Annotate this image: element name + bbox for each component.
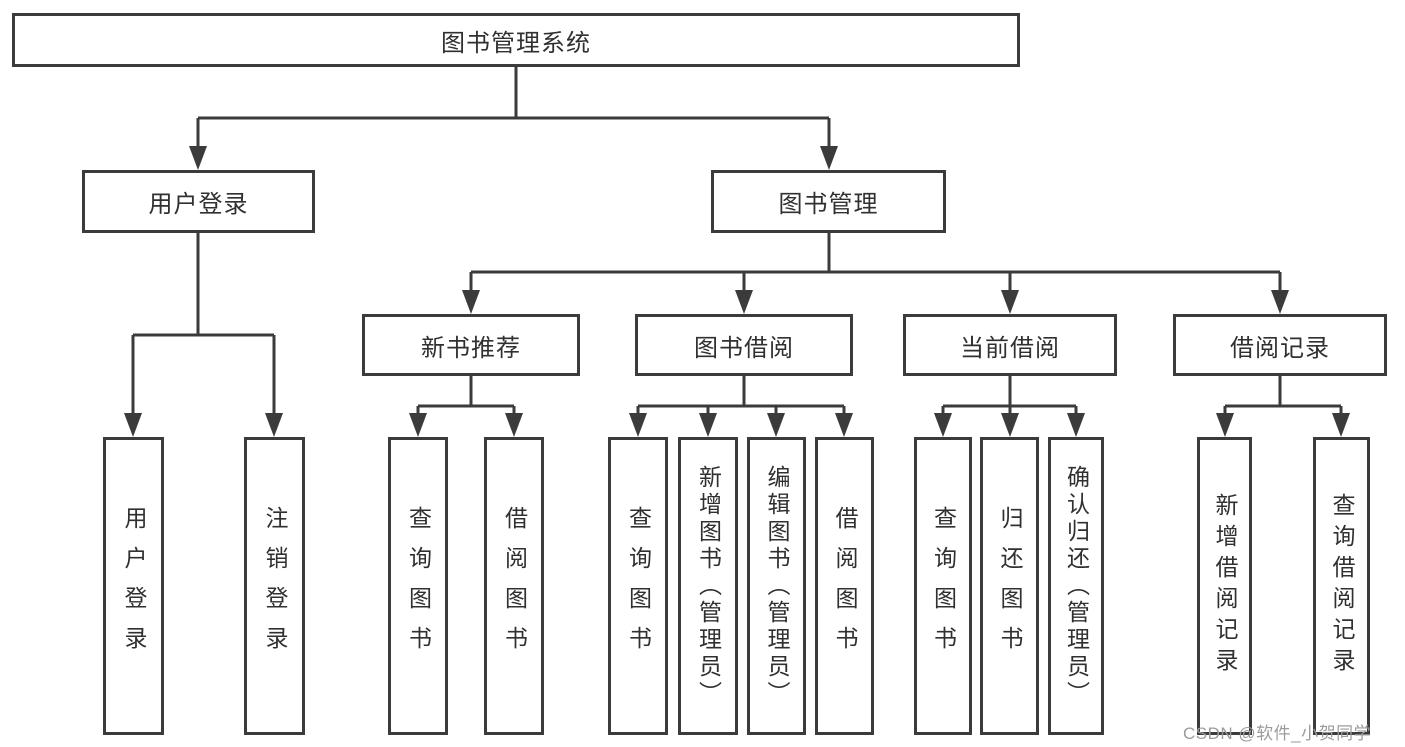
arrow-icon	[265, 413, 283, 437]
arrow-icon	[1271, 290, 1289, 314]
arrow-icon	[1001, 413, 1019, 437]
node-label: 新增借阅记录	[1212, 493, 1238, 679]
arrow-icon	[1067, 413, 1085, 437]
arrow-icon	[462, 290, 480, 314]
connector-userlogin-branch	[131, 233, 276, 422]
connector-bookmgmt-branch	[469, 233, 1282, 300]
node-label: 借阅图书	[832, 506, 858, 666]
node-label: 新书推荐	[421, 334, 521, 362]
csdn-watermark: CSDN @软件_小贺同学	[1183, 724, 1372, 743]
node-user-login-leaf: 用户登录	[103, 437, 164, 735]
connector-root-to-level2	[196, 67, 831, 156]
arrow-icon	[124, 413, 142, 437]
node-label: 图书借阅	[694, 334, 794, 362]
node-query-books-borrowing: 查询图书	[608, 437, 668, 735]
arrow-icon	[767, 413, 785, 437]
arrow-icon	[735, 290, 753, 314]
node-label: 编辑图书（管理员）	[764, 464, 790, 708]
node-edit-book-admin: 编辑图书（管理员）	[747, 437, 806, 735]
node-current-borrowing: 当前借阅	[903, 314, 1117, 376]
arrow-icon	[699, 413, 717, 437]
arrow-icon	[505, 413, 523, 437]
node-confirm-return-admin: 确认归还（管理员）	[1048, 437, 1104, 735]
node-book-management-module: 图书管理	[711, 170, 946, 233]
arrow-icon	[629, 413, 647, 437]
node-label: 图书管理	[778, 191, 879, 218]
node-label: 查询图书	[405, 506, 432, 666]
node-user-login-module: 用户登录	[82, 170, 315, 233]
node-new-book-recommend: 新书推荐	[362, 314, 580, 376]
node-label: 查询图书	[930, 506, 957, 666]
node-label: 图书管理系统	[441, 29, 591, 57]
arrow-icon	[1001, 290, 1019, 314]
node-label: 注销登录	[262, 506, 288, 666]
node-label: 用户登录	[121, 506, 147, 666]
node-label: 借阅记录	[1230, 334, 1330, 362]
node-add-book-admin: 新增图书（管理员）	[678, 437, 738, 735]
node-book-borrowing: 图书借阅	[635, 314, 853, 376]
arrow-icon	[835, 413, 853, 437]
node-library-system: 图书管理系统	[12, 13, 1020, 67]
node-label: 查询图书	[625, 506, 652, 666]
node-query-borrow-record: 查询借阅记录	[1313, 437, 1370, 735]
node-query-books-current: 查询图书	[914, 437, 972, 735]
connector-newbook-branch	[416, 376, 516, 424]
connector-borrowrecord-branch	[1223, 376, 1343, 424]
node-label: 新增图书（管理员）	[695, 464, 722, 708]
node-label: 归还图书	[997, 506, 1023, 666]
arrowheads	[124, 146, 1350, 437]
node-query-books-recommend: 查询图书	[388, 437, 448, 735]
node-label: 查询借阅记录	[1329, 493, 1355, 679]
node-add-borrow-record: 新增借阅记录	[1197, 437, 1252, 735]
node-label: 借阅图书	[501, 506, 528, 666]
node-borrow-records: 借阅记录	[1173, 314, 1387, 376]
arrow-icon	[820, 146, 838, 170]
node-label: 确认归还（管理员）	[1063, 464, 1090, 708]
arrow-icon	[934, 413, 952, 437]
node-borrow-books-recommend: 借阅图书	[484, 437, 544, 735]
connector-bookborrow-branch	[636, 376, 846, 424]
node-logout-leaf: 注销登录	[244, 437, 305, 735]
arrow-icon	[1216, 413, 1234, 437]
node-label: 当前借阅	[960, 334, 1060, 362]
node-return-book: 归还图书	[980, 437, 1039, 735]
node-borrow-books-leaf: 借阅图书	[815, 437, 874, 735]
arrow-icon	[409, 413, 427, 437]
node-label: 用户登录	[148, 191, 249, 218]
arrow-icon	[189, 146, 207, 170]
arrow-icon	[1332, 413, 1350, 437]
